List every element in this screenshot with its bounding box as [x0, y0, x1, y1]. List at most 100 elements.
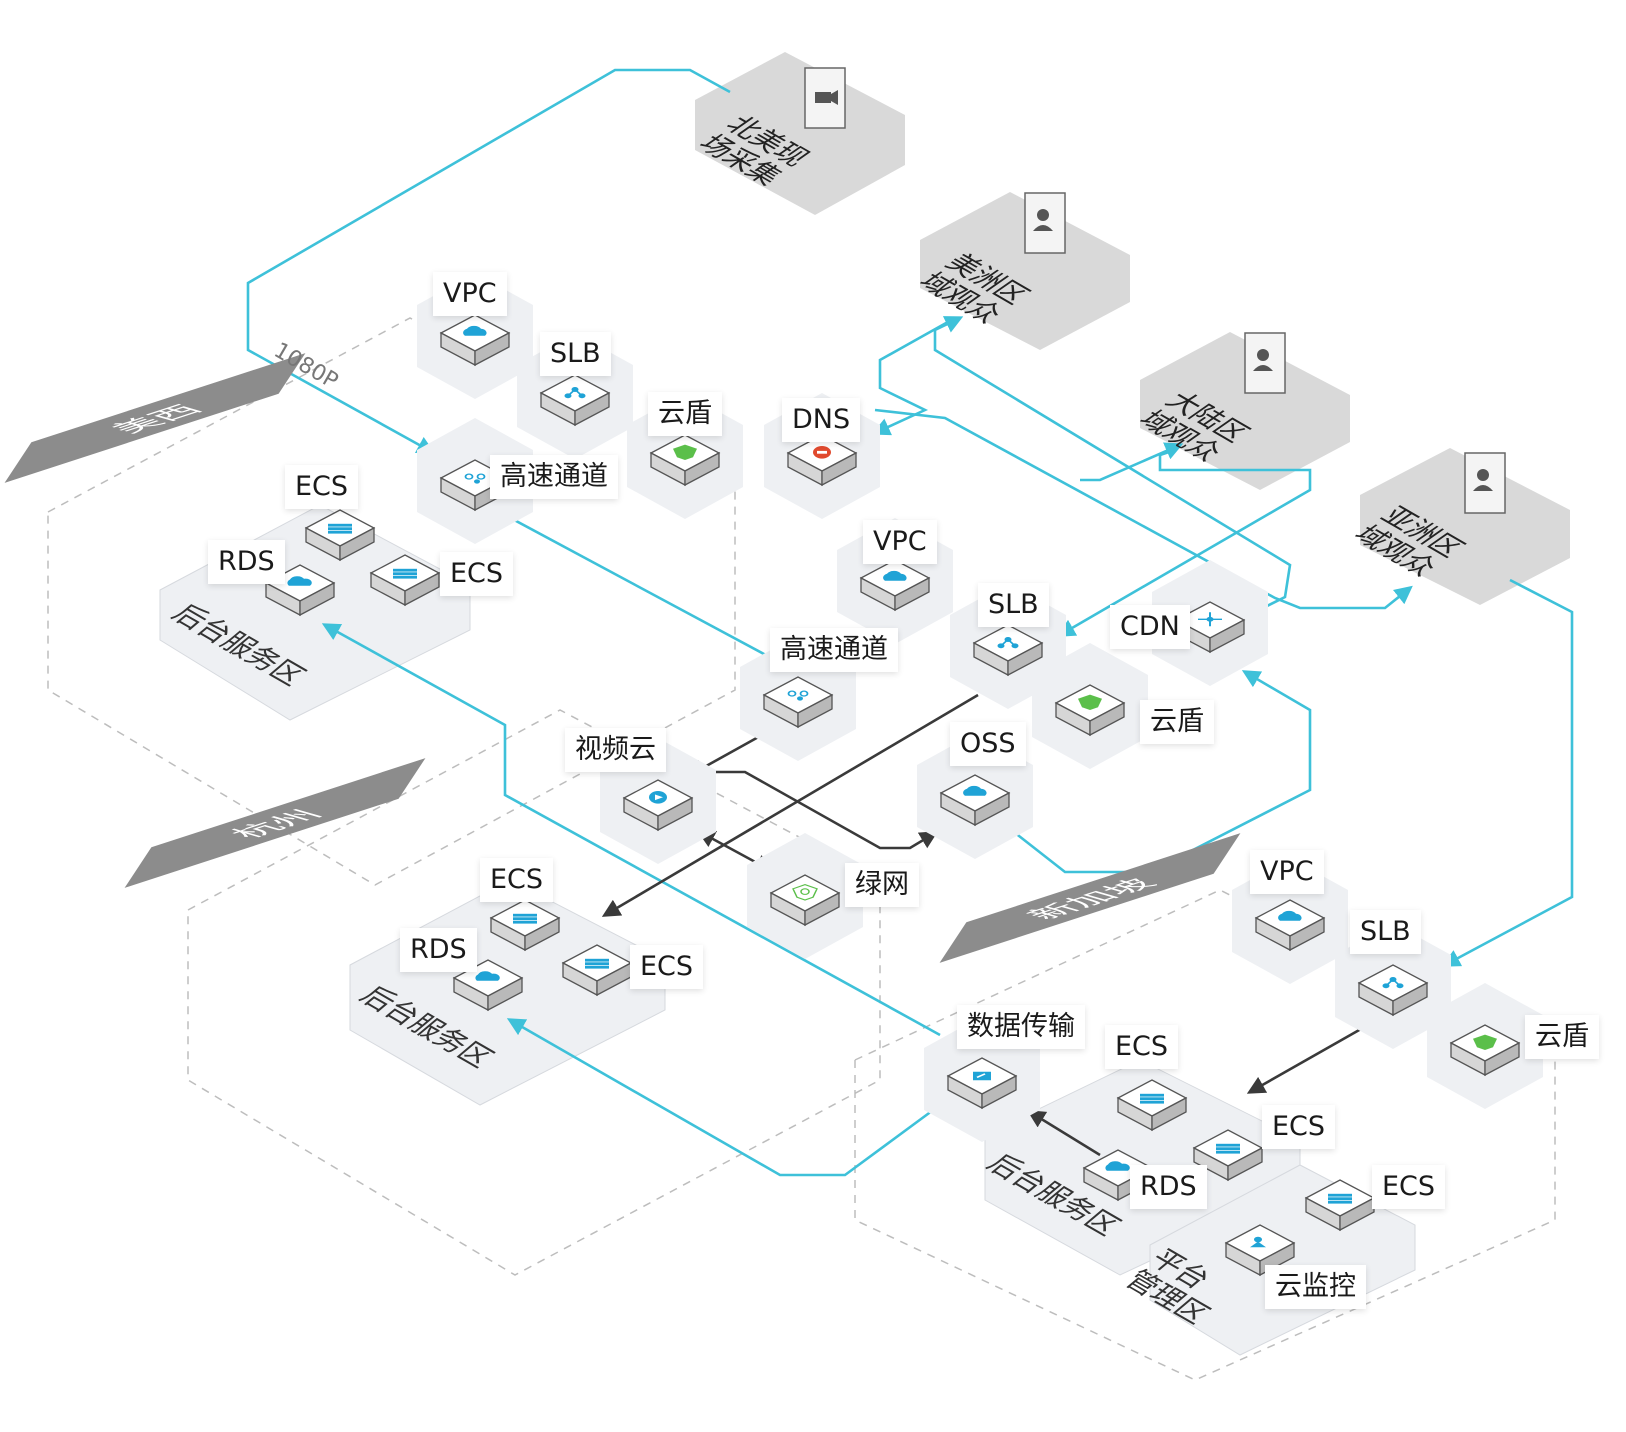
express-node: [417, 418, 533, 544]
hangzhou-rds-label: RDS: [400, 928, 477, 973]
rds-node: [453, 959, 523, 1011]
us-west-ecs1-label: ECS: [285, 465, 359, 510]
ecs-node: [490, 899, 560, 951]
green-icon: [792, 884, 818, 901]
vpc-node: [417, 273, 533, 399]
share-icon: [564, 387, 586, 399]
video-node: [600, 738, 716, 864]
nodes: [265, 273, 1543, 1276]
express-node: [740, 635, 856, 761]
server-icon: [513, 913, 537, 924]
center-shield-label: 云盾: [1140, 700, 1214, 745]
us-west-slb-label: SLB: [540, 332, 611, 377]
rds-node: [265, 564, 335, 616]
shield-node: [1032, 643, 1148, 769]
us-west-ecs2-label: ECS: [440, 552, 514, 597]
link-americas-dns: [871, 316, 956, 436]
video-icon: [649, 791, 667, 804]
link-express-to-express: [504, 513, 794, 670]
link-dns-americas: [874, 408, 1413, 610]
link-mainland-slb: [1056, 448, 1312, 637]
dns-icon: [813, 446, 831, 459]
cdn-node: [1152, 560, 1268, 686]
singapore-slb-label: SLB: [1350, 910, 1421, 955]
us-west-rds-label: RDS: [208, 540, 285, 585]
dts-label: 数据传输: [957, 1005, 1085, 1050]
server-icon: [1216, 1143, 1240, 1154]
viewer-device-icon: [1244, 332, 1286, 394]
americas-hex: [920, 192, 1130, 350]
db-icon: [475, 971, 500, 981]
link-dts-to-rds: [506, 1018, 941, 1177]
na-capture-hex: [695, 52, 905, 215]
cloud-icon: [963, 785, 987, 796]
us-west-express-label: 高速通道: [490, 455, 618, 500]
shield-node: [627, 393, 743, 519]
singapore-rds-label: RDS: [1130, 1165, 1207, 1210]
ecs-node: [370, 554, 440, 606]
hangzhou-ecs1-label: ECS: [480, 858, 554, 903]
link-rds-dts: [1026, 1110, 1101, 1157]
ecs-node: [562, 944, 632, 996]
db-icon: [287, 576, 312, 586]
monitor-node: [1225, 1224, 1295, 1276]
server-icon: [585, 958, 609, 969]
share-icon: [1382, 977, 1404, 989]
region-hangzhou-outline: [187, 709, 881, 1276]
express-icon: [464, 473, 486, 484]
viewer-device-icon: [1464, 452, 1506, 514]
ecs-node: [305, 509, 375, 561]
cloud-icon: [1278, 910, 1302, 921]
dns-label: DNS: [782, 398, 861, 443]
ecs-node: [1193, 1129, 1263, 1181]
slb-node: [950, 583, 1066, 709]
server-icon: [1328, 1193, 1352, 1204]
ecs-node: [1117, 1079, 1187, 1131]
link-video-oss: [689, 770, 939, 850]
mainland-hex: [1140, 332, 1350, 490]
viewer-device-icon: [1024, 192, 1066, 254]
link-slb-ecs: [601, 693, 979, 917]
us-west-vpc-label: VPC: [433, 272, 507, 317]
singapore-ecs2-label: ECS: [1262, 1105, 1336, 1150]
oss-node: [917, 733, 1033, 859]
cloud-icon: [883, 570, 907, 581]
green-net-label: 绿网: [845, 863, 919, 908]
audience-nodes: [695, 52, 1570, 605]
cloud-icon: [463, 325, 487, 336]
singapore-shield-label: 云盾: [1525, 1015, 1599, 1060]
link-asia-slb: [1441, 578, 1574, 967]
vpc-node: [837, 518, 953, 644]
server-icon: [328, 523, 352, 534]
green-net-node: [747, 833, 863, 959]
singapore-ecs3-label: ECS: [1372, 1165, 1446, 1210]
shield-icon: [673, 444, 697, 460]
cdn-icon: [1198, 612, 1222, 627]
express-icon: [787, 690, 809, 701]
oss-label: OSS: [950, 722, 1026, 767]
cloud-monitor-label: 云监控: [1265, 1265, 1366, 1310]
center-vpc-label: VPC: [863, 520, 937, 565]
link-cdn-americas: [933, 316, 1292, 614]
region-us-west-outline: [47, 317, 736, 886]
singapore-ecs1-label: ECS: [1105, 1025, 1179, 1070]
slb-node: [1335, 923, 1451, 1049]
cdn-label: CDN: [1110, 605, 1190, 650]
shield-icon: [1078, 694, 1102, 710]
slb-node: [517, 333, 633, 459]
link-oss-cdn: [1004, 670, 1312, 874]
monitor-icon: [1250, 1236, 1266, 1248]
dts-icon: [973, 1071, 991, 1081]
share-icon: [997, 637, 1019, 649]
asia-hex: [1360, 448, 1570, 605]
server-icon: [393, 568, 417, 579]
dts-node: [924, 1016, 1040, 1142]
link-cdn-mainland: [1080, 442, 1184, 482]
ecs-node: [1305, 1179, 1375, 1231]
video-cloud-label: 视频云: [565, 728, 666, 773]
center-express-label: 高速通道: [770, 628, 898, 673]
vpc-node: [1232, 858, 1348, 984]
region-outlines: [47, 317, 1556, 1381]
